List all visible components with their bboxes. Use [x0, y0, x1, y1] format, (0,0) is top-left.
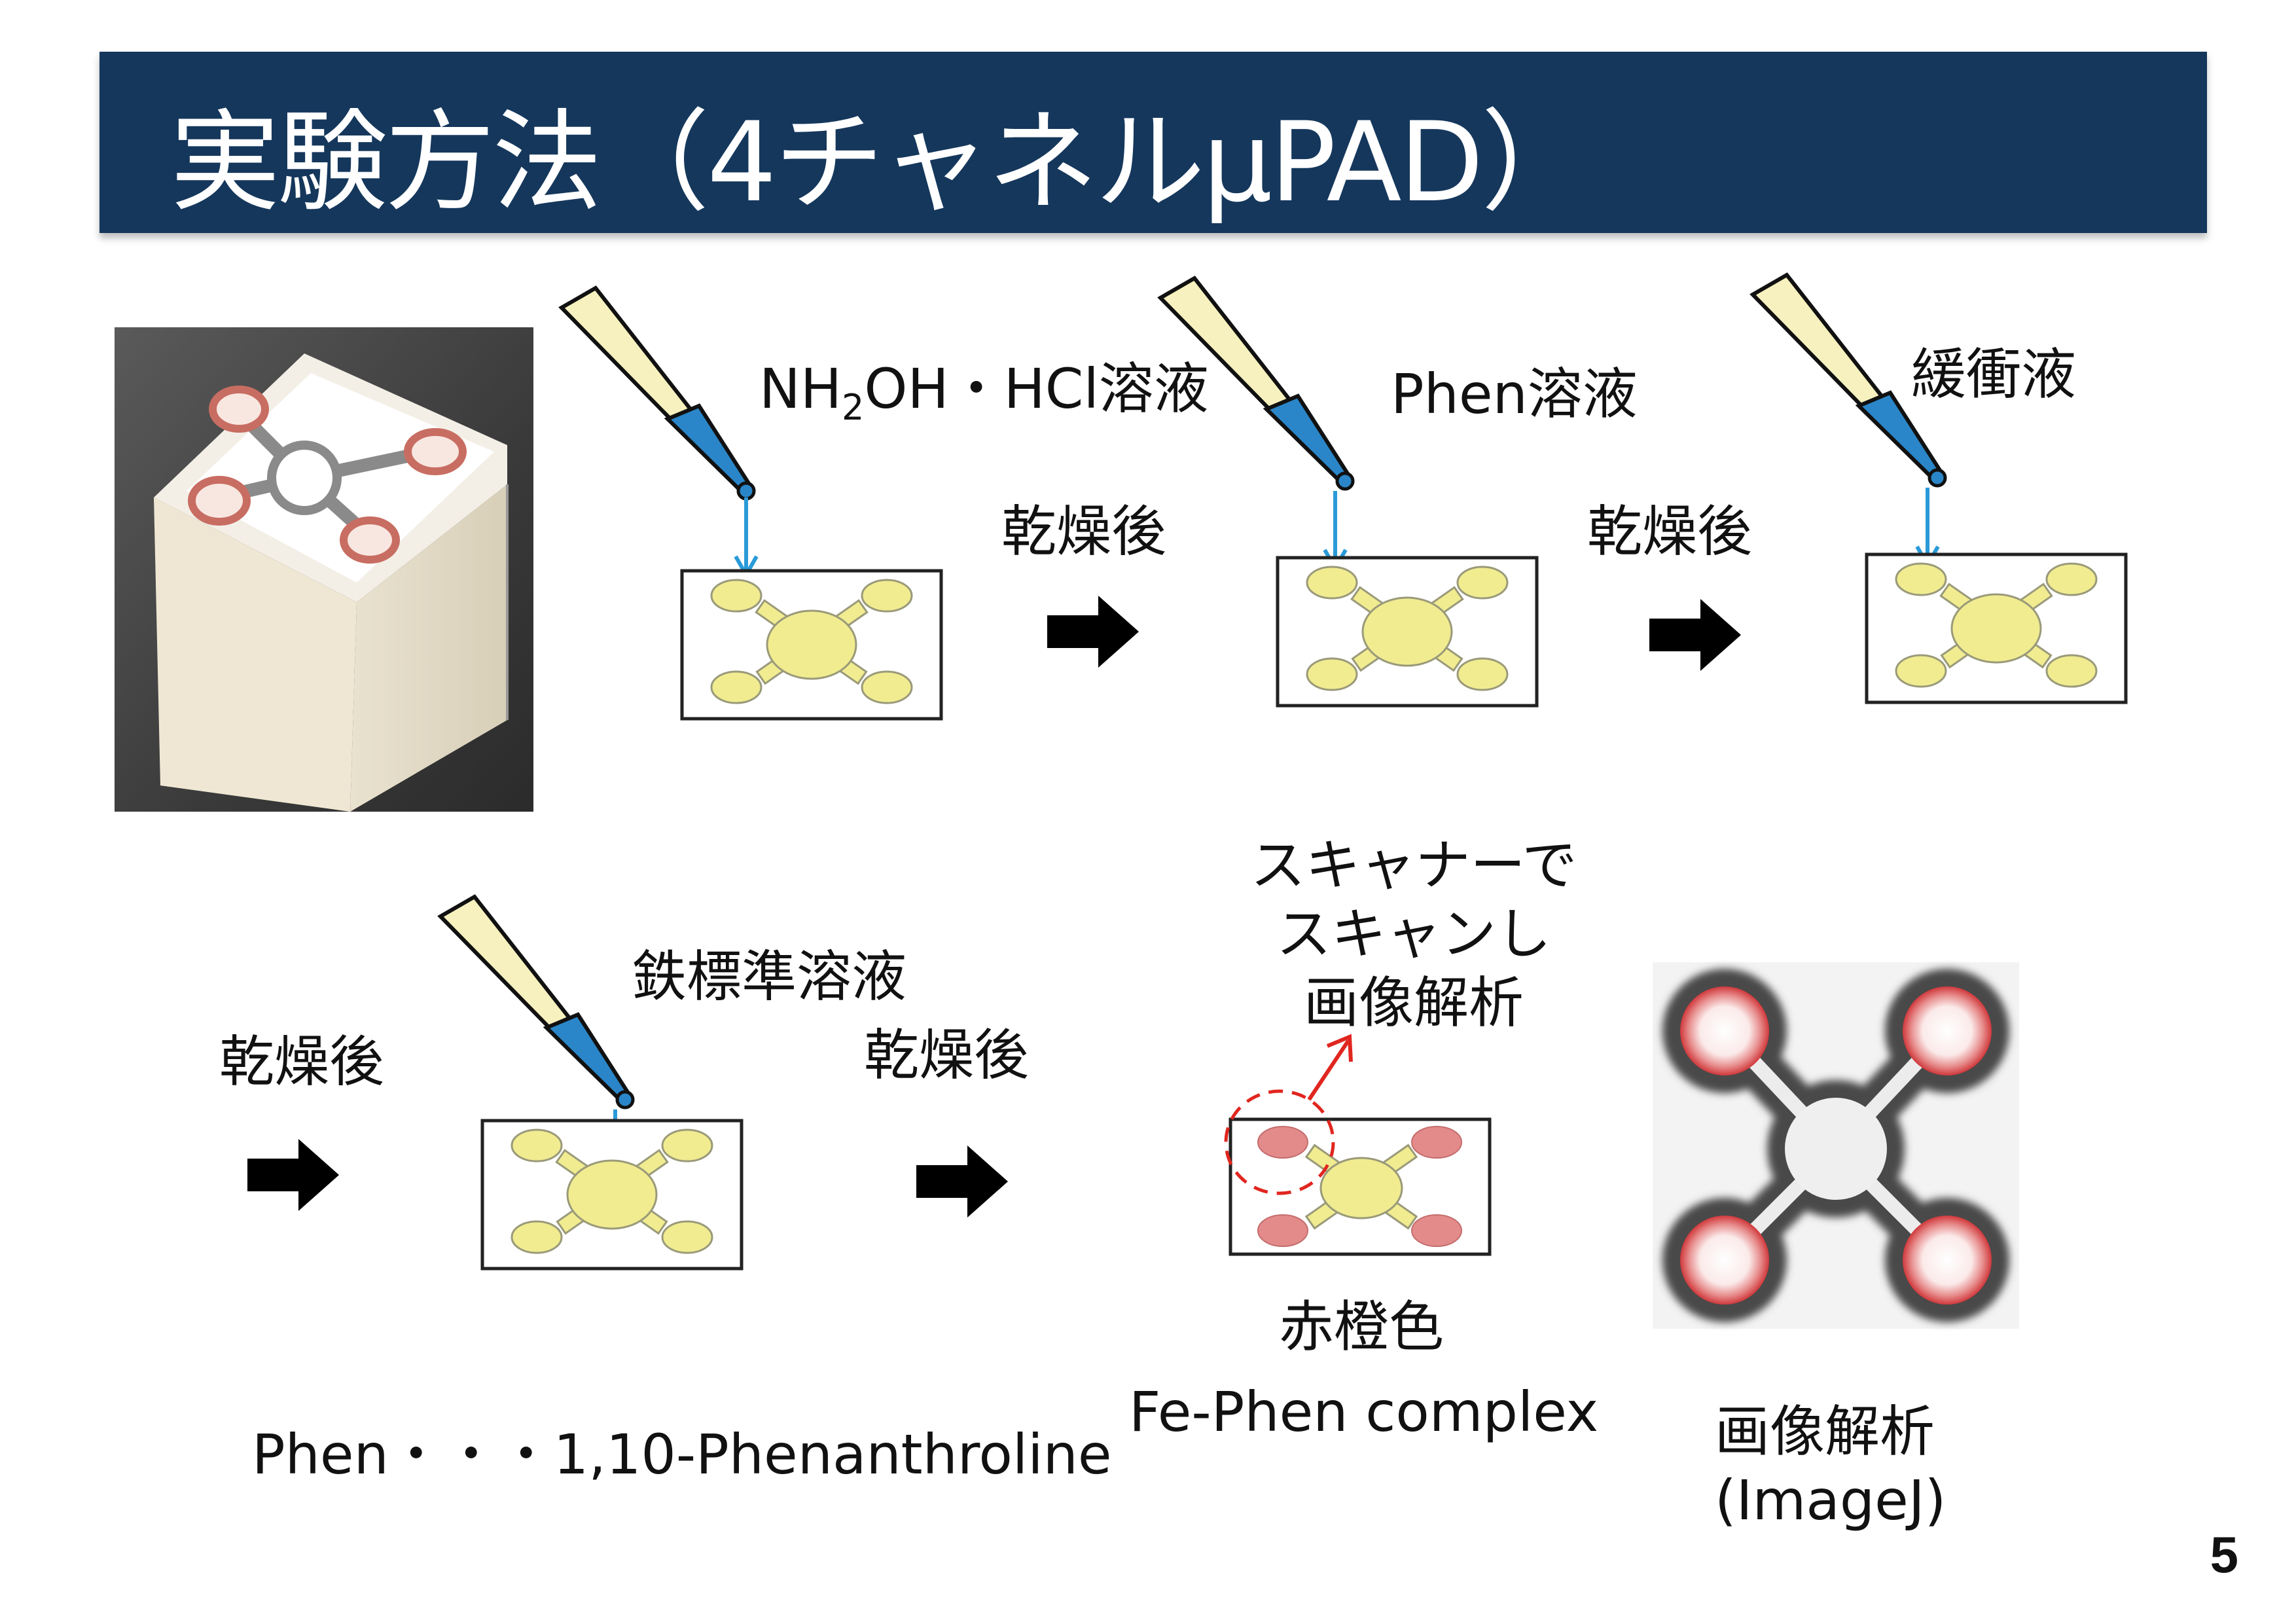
right-arrow-icon	[1649, 599, 1741, 671]
device-photo	[115, 327, 533, 812]
footnote: Phen・・・1,10-Phenanthroline	[252, 1422, 1112, 1487]
complex-label: Fe-Phen complex	[1129, 1380, 1599, 1444]
upad-diagram	[1865, 552, 2128, 704]
reagent-label: NH2OH・HCl溶液	[759, 357, 1209, 428]
right-arrow-icon	[1047, 596, 1139, 668]
reagent-label: 鉄標準溶液	[632, 945, 907, 1009]
analysis-label: 画像解析 (ImageJ)	[1715, 1399, 1946, 1532]
reagent-label: Phen溶液	[1391, 362, 1638, 426]
upad-diagram	[680, 569, 943, 721]
page-number: 5	[2210, 1526, 2238, 1583]
upad-diagram	[480, 1119, 744, 1271]
pipette-icon	[1157, 276, 1355, 491]
color-label: 赤橙色	[1278, 1295, 1444, 1359]
result-upad-diagram	[1224, 1034, 1492, 1256]
right-arrow-icon	[916, 1146, 1008, 1218]
dry-label: 乾燥後	[864, 1023, 1030, 1087]
title-bar	[99, 52, 2207, 233]
reagent-label: 緩衝液	[1911, 342, 2077, 406]
pipette-icon	[1749, 272, 1947, 488]
slide-title: 実験方法（4チャネルμPAD）	[170, 98, 1591, 226]
dry-label: 乾燥後	[1001, 499, 1167, 564]
right-arrow-icon	[247, 1139, 339, 1211]
dry-label: 乾燥後	[1587, 499, 1753, 564]
scan-note: スキャナーで スキャンし 画像解析	[1250, 833, 1577, 1035]
pipette-icon	[437, 894, 635, 1110]
dry-label: 乾燥後	[219, 1030, 385, 1094]
analysis-image	[1653, 962, 2019, 1329]
upad-diagram	[1276, 556, 1539, 708]
pipette-icon	[558, 285, 756, 501]
